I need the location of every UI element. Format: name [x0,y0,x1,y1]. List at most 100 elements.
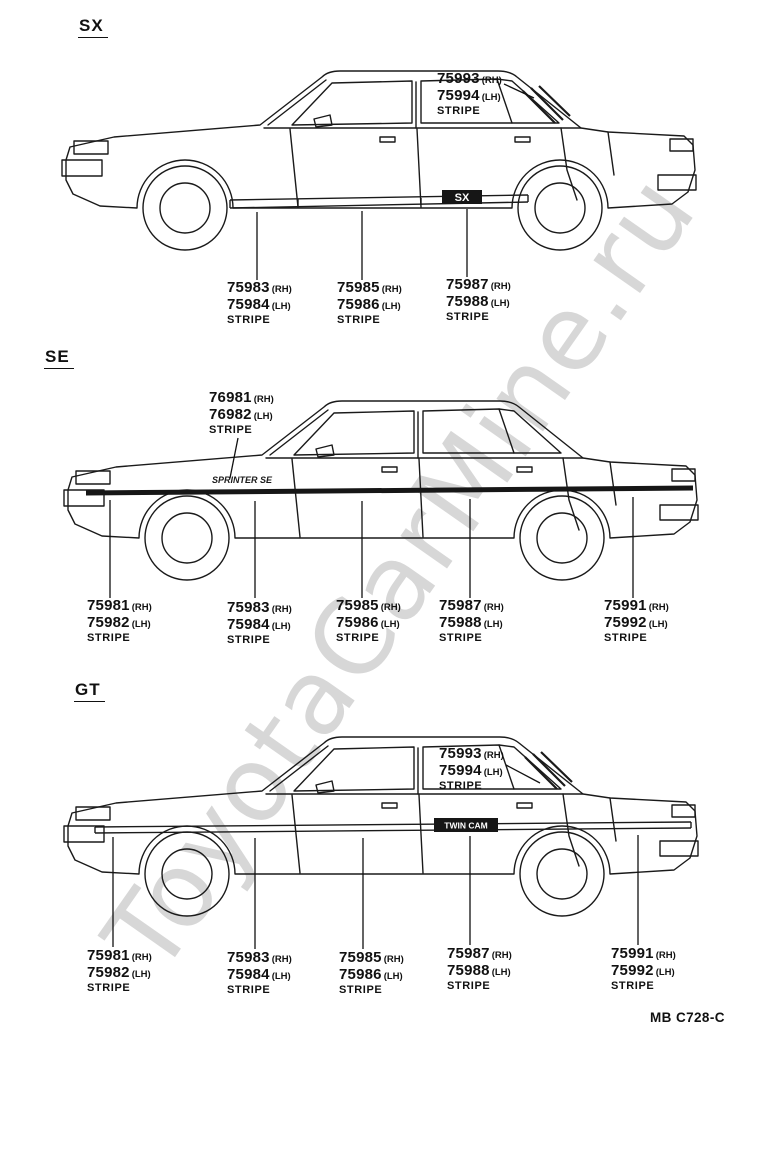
gt-body-stripe [94,821,692,834]
sx-car-diagram: SX [61,70,697,280]
sx-decal-text: SX [455,192,470,204]
side-suffix-lh: (LH) [381,300,401,312]
callout-se-fender-stripe: 76981(RH) 76982(LH) STRIPE [209,389,274,436]
part-number-lh: 75988 [447,961,490,979]
side-suffix-rh: (RH) [131,952,152,963]
part-number-rh: 75991 [604,597,647,614]
side-suffix-rh: (RH) [271,284,292,295]
part-number-lh: 75986 [339,965,382,983]
sx-side-stripe [229,194,529,209]
callout-gt-stripe-2: 75983(RH) 75984(LH) STRIPE [227,949,292,996]
callout-se-stripe-3: 75985(RH) 75986(LH) STRIPE [336,597,401,644]
part-number-rh: 75985 [337,279,380,296]
side-suffix-rh: (RH) [490,281,511,292]
gt-car: TWIN CAM [63,736,699,917]
part-number-lh: 75982 [87,613,130,631]
part-number-lh: 75984 [227,965,270,983]
side-suffix-rh: (RH) [491,950,512,961]
se-leader-lines [109,437,634,598]
side-suffix-rh: (RH) [380,602,401,613]
part-number-lh: 75984 [227,615,270,633]
callout-se-stripe-5: 75991(RH) 75992(LH) STRIPE [604,597,669,644]
stripe-label: STRIPE [337,314,381,326]
stripe-label: STRIPE [604,632,648,644]
gt-leader-lines [112,764,639,949]
part-number-rh: 75987 [446,276,489,293]
part-number-lh: 75992 [611,961,654,979]
part-number-lh: 75988 [439,613,482,631]
callout-se-stripe-2: 75983(RH) 75984(LH) STRIPE [227,599,292,646]
part-number-rh: 75981 [87,947,130,964]
sx-leader-lines [256,83,535,280]
part-number-rh: 75991 [611,945,654,962]
section-title-sx: SX [78,16,108,38]
side-suffix-lh: (LH) [648,618,668,630]
callout-sx-window-stripe: 75993(RH) 75994(LH) STRIPE [437,70,502,117]
gt-decal-badge: TWIN CAM [434,818,498,832]
part-number-rh: 75983 [227,599,270,616]
part-number-lh: 75988 [446,292,489,310]
callout-gt-stripe-5: 75991(RH) 75992(LH) STRIPE [611,945,676,992]
part-number-lh: 75986 [336,613,379,631]
part-number-rh: 75985 [339,949,382,966]
part-number-rh: 75985 [336,597,379,614]
side-suffix-lh: (LH) [131,618,151,630]
callout-sx-stripe-2: 75985(RH) 75986(LH) STRIPE [337,279,402,326]
callout-gt-stripe-1: 75981(RH) 75982(LH) STRIPE [87,947,152,994]
part-number-rh: 76981 [209,389,252,406]
gt-decal-text: TWIN CAM [444,821,487,831]
side-suffix-lh: (LH) [655,966,675,978]
side-suffix-lh: (LH) [271,620,291,632]
se-car: SPRINTER SE [63,400,699,581]
part-number-lh: 75984 [227,295,270,313]
side-suffix-lh: (LH) [483,766,503,778]
side-suffix-rh: (RH) [271,604,292,615]
side-suffix-rh: (RH) [381,284,402,295]
stripe-label: STRIPE [439,632,483,644]
side-suffix-rh: (RH) [131,602,152,613]
section-title-se: SE [44,347,74,369]
side-suffix-rh: (RH) [483,602,504,613]
callout-sx-stripe-3: 75987(RH) 75988(LH) STRIPE [446,276,511,323]
stripe-label: STRIPE [227,634,271,646]
side-suffix-lh: (LH) [271,970,291,982]
stripe-label: STRIPE [446,311,490,323]
side-suffix-rh: (RH) [481,75,502,86]
stripe-label: STRIPE [336,632,380,644]
part-number-rh: 75993 [437,70,480,87]
stripe-label: STRIPE [447,980,491,992]
sx-quarter-window-stripe [522,85,571,124]
gt-car-diagram: TWIN CAM [63,736,699,949]
side-suffix-lh: (LH) [491,966,511,978]
side-suffix-rh: (RH) [655,950,676,961]
side-suffix-lh: (LH) [253,410,273,422]
side-suffix-lh: (LH) [271,300,291,312]
part-number-rh: 75987 [439,597,482,614]
part-number-lh: 75982 [87,963,130,981]
side-suffix-lh: (LH) [131,968,151,980]
part-number-lh: 75994 [439,761,482,779]
part-number-lh: 76982 [209,405,252,423]
gt-quarter-window-stripe [524,751,573,790]
side-suffix-rh: (RH) [483,750,504,761]
se-decal-text: SPRINTER SE [212,475,273,485]
callout-gt-window-stripe: 75993(RH) 75994(LH) STRIPE [439,745,504,792]
side-suffix-rh: (RH) [383,954,404,965]
part-number-rh: 75983 [227,949,270,966]
stripe-label: STRIPE [339,984,383,996]
sx-car: SX [61,70,697,251]
side-suffix-rh: (RH) [648,602,669,613]
part-number-lh: 75994 [437,86,480,104]
callout-sx-stripe-1: 75983(RH) 75984(LH) STRIPE [227,279,292,326]
callout-se-stripe-1: 75981(RH) 75982(LH) STRIPE [87,597,152,644]
stripe-label: STRIPE [87,982,131,994]
side-suffix-lh: (LH) [481,91,501,103]
side-suffix-lh: (LH) [490,297,510,309]
stripe-label: STRIPE [209,424,253,436]
side-suffix-lh: (LH) [483,618,503,630]
se-car-diagram: SPRINTER SE [63,400,699,598]
sx-decal-badge: SX [442,190,482,204]
stripe-label: STRIPE [611,980,655,992]
stripe-label: STRIPE [227,314,271,326]
